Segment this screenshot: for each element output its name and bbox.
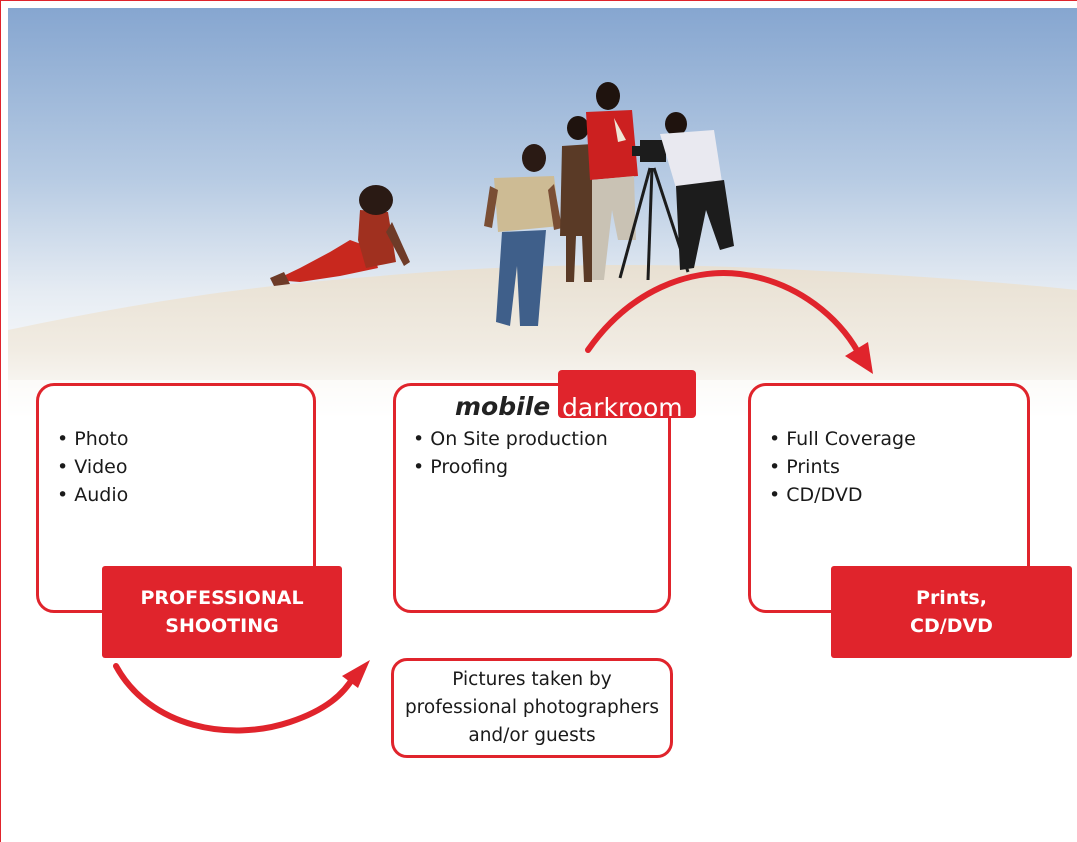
- shooting-list: Photo Video Audio: [57, 425, 128, 509]
- list-item: On Site production: [413, 425, 608, 453]
- note-box: [391, 658, 673, 758]
- person-standing-jeans: [484, 144, 562, 326]
- person-back: [560, 116, 592, 282]
- delivery-list: Full Coverage Prints CD/DVD: [769, 425, 916, 509]
- list-item: Full Coverage: [769, 425, 916, 453]
- shooting-label: PROFESSIONAL SHOOTING: [102, 566, 342, 658]
- darkroom-box: [393, 383, 671, 613]
- list-item: Photo: [57, 425, 128, 453]
- note-text: Pictures taken by professional photograp…: [404, 669, 660, 746]
- logo-word-mobile: mobile: [455, 392, 551, 421]
- list-item: Audio: [57, 481, 128, 509]
- darkroom-list: On Site production Proofing: [413, 425, 608, 481]
- list-item: Prints: [769, 453, 916, 481]
- person-cameraman: [660, 112, 734, 270]
- person-red-shirt: [586, 82, 638, 280]
- list-item: CD/DVD: [769, 481, 916, 509]
- person-sitting: [270, 185, 410, 286]
- delivery-label: Prints, CD/DVD: [831, 566, 1072, 658]
- darkroom-logo-bar: [558, 370, 696, 418]
- list-item: Proofing: [413, 453, 608, 481]
- list-item: Video: [57, 453, 128, 481]
- logo-word-darkroom: darkroom: [562, 393, 683, 422]
